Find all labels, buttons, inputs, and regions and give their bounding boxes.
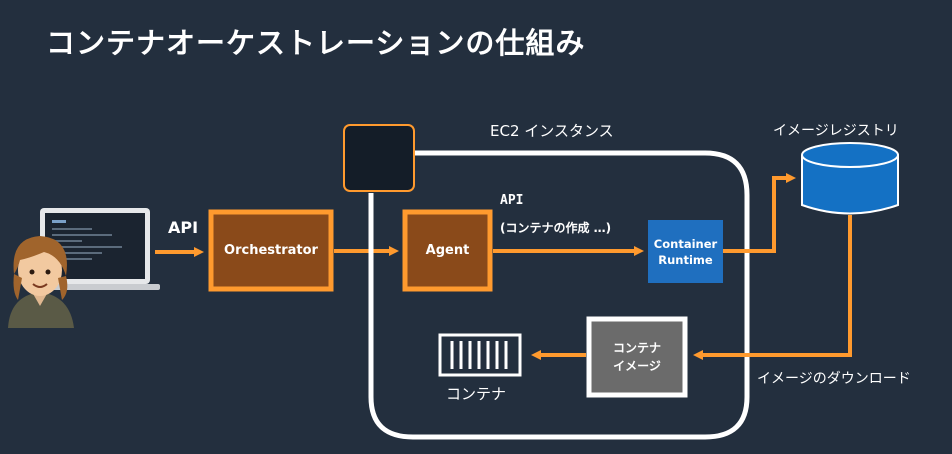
orchestrator-box [208,209,334,292]
container-runtime-line1: Container [653,236,718,251]
container-image-line2: イメージ [613,359,661,373]
user-avatar-icon [8,236,74,328]
container-image-label: コンテナ イメージ [589,319,685,395]
api-call-label-line2: (コンテナの作成 …) [500,221,612,235]
container-image-box [586,316,688,398]
agent-label: Agent [425,243,470,258]
api-label-left: API [168,218,199,237]
container-icon [438,333,522,377]
container-image-line1: コンテナ [612,341,661,355]
container-label: コンテナ [446,385,507,403]
image-download-arrow [693,215,852,360]
container-runtime-box [648,220,723,283]
agent-box [402,209,493,292]
runtime-registry-arrow [723,173,796,253]
ec2-instance-frame [368,150,750,440]
page-title: コンテナオーケストレーションの仕組み [46,26,586,60]
registry-label: イメージレジストリ [773,123,899,139]
container-runtime-label: Container Runtime [648,220,723,283]
image-download-label: イメージのダウンロード [757,371,911,387]
container-runtime-line2: Runtime [658,252,713,267]
database-icon [801,142,899,215]
orchestrator-label: Orchestrator [224,243,318,258]
ec2-chip-icon [343,124,415,192]
api-call-label-line1: API [500,193,524,208]
ec2-instance-label: EC2 インスタンス [490,122,614,140]
